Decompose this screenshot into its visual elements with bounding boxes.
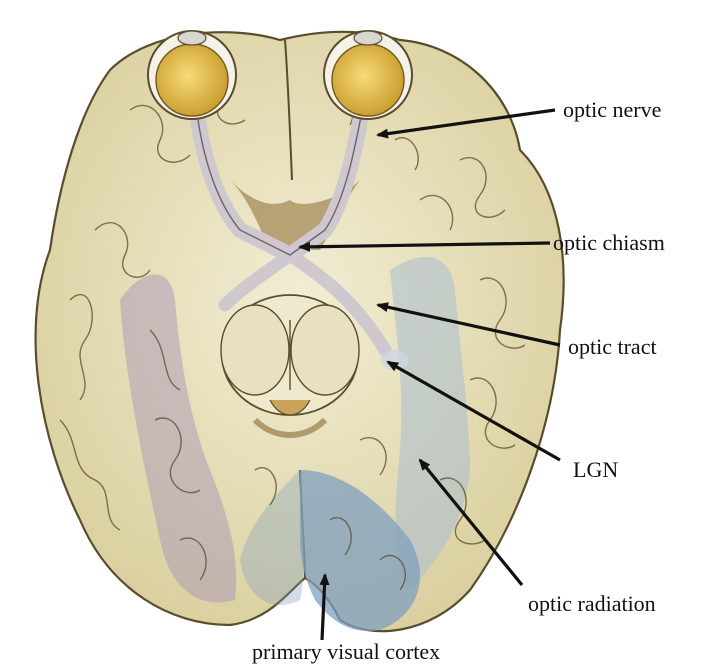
label-optic-chiasm: optic chiasm bbox=[553, 230, 665, 256]
label-optic-tract: optic tract bbox=[568, 334, 657, 360]
label-primary-visual-cortex: primary visual cortex bbox=[252, 639, 440, 665]
left-eye bbox=[148, 31, 236, 119]
label-optic-radiation: optic radiation bbox=[528, 591, 656, 617]
right-eye bbox=[324, 31, 412, 119]
label-optic-nerve: optic nerve bbox=[563, 97, 661, 123]
label-lgn: LGN bbox=[573, 457, 618, 483]
